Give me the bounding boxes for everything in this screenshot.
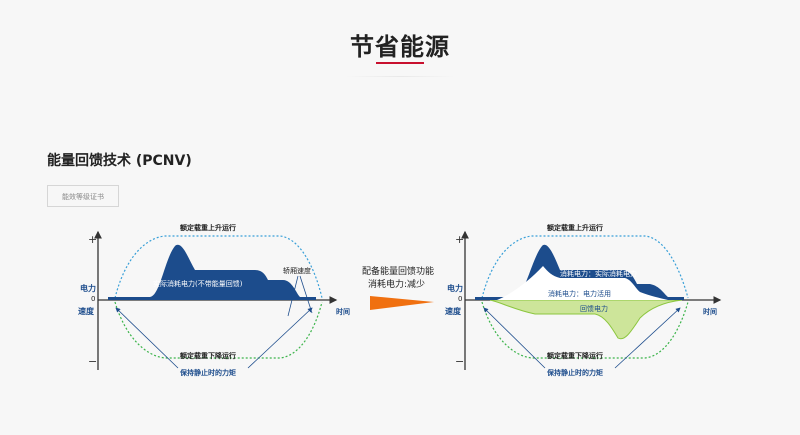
right-rated-down-label: 额定载重下降运行	[546, 351, 603, 360]
right-axis-time-label: 时间	[703, 307, 717, 316]
left-consumption-label: 实际消耗电力(不带能量回馈)	[153, 279, 243, 288]
right-axis-speed-label: 速度	[445, 306, 462, 316]
title-underline	[376, 62, 424, 64]
right-axis-power-label: 电力	[447, 283, 463, 293]
energy-certificate-button[interactable]: 能效等级证书	[47, 185, 119, 207]
left-consumption-area	[108, 244, 316, 300]
section-title: 能量回馈技术 (PCNV)	[47, 153, 192, 169]
right-down-speed-curve	[481, 301, 689, 359]
left-axis-zero: 0	[91, 295, 95, 303]
left-rated-down-label: 额定载重下降运行	[179, 351, 236, 360]
right-holding-pointer-1	[483, 307, 546, 369]
left-car-speed-pointer-2	[299, 275, 313, 314]
right-regen-label: 回馈电力	[580, 304, 608, 313]
left-rated-up-label: 额定载重上升运行	[179, 223, 236, 232]
right-power-usage-cutout	[497, 266, 668, 300]
left-axis-time-label: 时间	[336, 307, 350, 316]
left-holding-torque-label: 保持静止时的力矩	[179, 368, 236, 377]
middle-line-2: 消耗电力:减少	[368, 278, 425, 290]
right-holding-torque-label: 保持静止时的力矩	[546, 368, 603, 377]
left-diagram: + − 0 电力 速度 时间 实际消耗电力(不带能量回馈) 额定载重上升运行 额…	[78, 223, 350, 377]
left-axis-plus: +	[88, 233, 97, 246]
right-axis-zero: 0	[458, 295, 462, 303]
left-axis-power-label: 电力	[80, 283, 96, 293]
right-diagram: + − 0 电力 速度 时间 回馈电力 消耗电力：实际消耗电力 消耗电力：电力活…	[445, 223, 722, 377]
left-holding-pointer-1	[115, 307, 179, 369]
left-car-speed-label: 轿厢速度	[283, 266, 311, 275]
right-power-usage-label: 消耗电力：电力活用	[548, 289, 611, 298]
title-divider	[345, 76, 455, 77]
right-rated-up-label: 额定载重上升运行	[546, 223, 603, 232]
page-title: 节省能源	[350, 33, 450, 61]
left-down-speed-curve	[114, 301, 323, 359]
middle-transition: 配备能量回馈功能 消耗电力:减少	[362, 265, 434, 310]
right-consumption-label: 消耗电力：实际消耗电力	[560, 269, 637, 278]
right-regen-area	[489, 299, 683, 340]
right-axis-plus: +	[455, 233, 464, 246]
left-car-speed-pointer-1	[287, 275, 299, 317]
right-axis-minus: −	[455, 355, 464, 368]
orange-arrow-icon	[370, 296, 434, 310]
left-axis-minus: −	[88, 355, 97, 368]
left-axis-speed-label: 速度	[78, 306, 95, 316]
middle-line-1: 配备能量回馈功能	[362, 265, 434, 277]
left-up-speed-curve	[114, 235, 323, 299]
right-holding-pointer-2	[614, 307, 681, 369]
right-up-speed-curve	[481, 235, 689, 299]
left-holding-pointer-2	[247, 307, 313, 369]
energy-regeneration-diagram: + − 0 电力 速度 时间 实际消耗电力(不带能量回馈) 额定载重上升运行 额…	[78, 223, 722, 377]
